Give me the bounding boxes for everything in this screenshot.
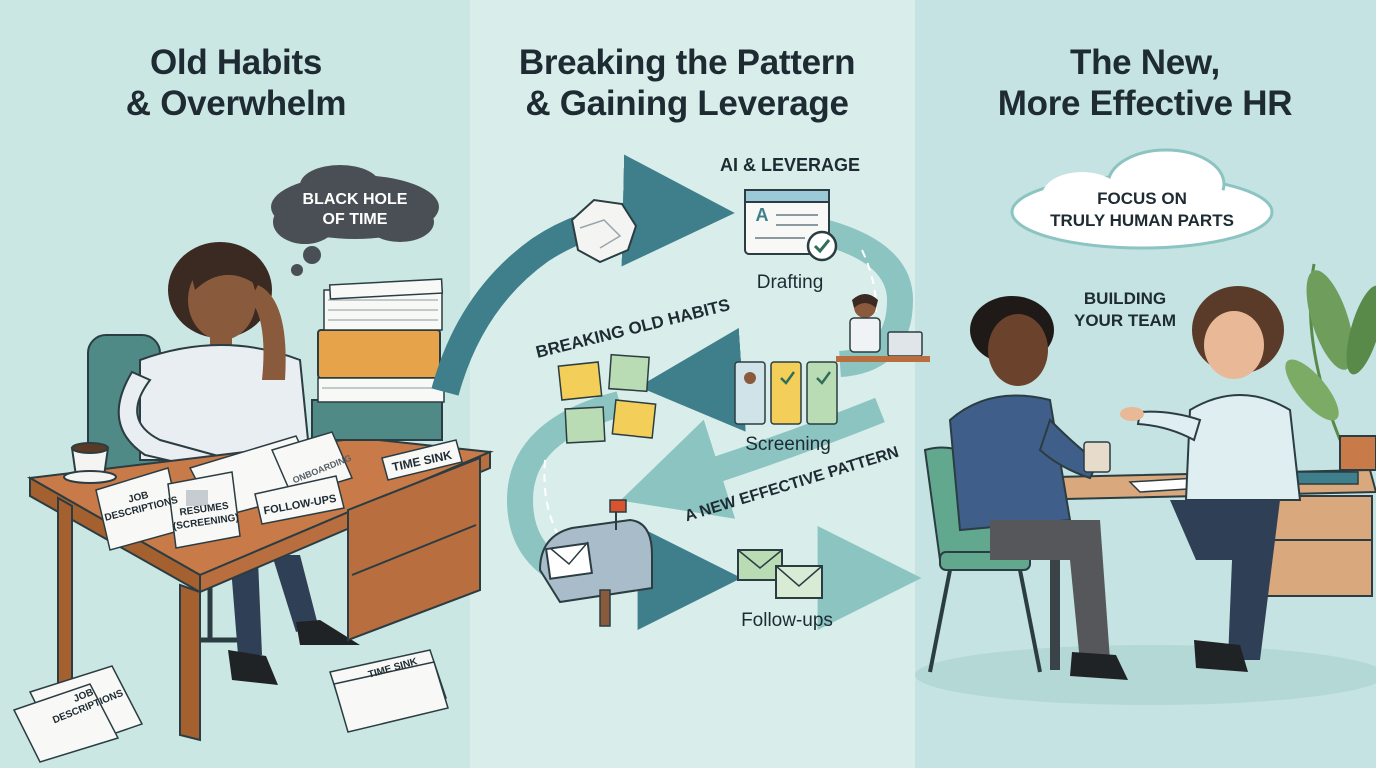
thought-line: BLACK HOLE [302,191,408,208]
title-line: & Gaining Leverage [525,84,849,123]
paper-stack-binders [311,278,445,441]
cloud-text: FOCUS ON TRULY HUMAN PARTS [1032,188,1252,232]
title-line: & Overwhelm [125,84,347,123]
label-ai-leverage: AI & LEVERAGE [719,155,861,175]
label-drafting: Drafting [756,272,824,293]
title-line: Breaking the Pattern [518,43,856,82]
title-line: More Effective HR [997,84,1293,123]
section-title-breaking-pattern: Breaking the Pattern & Gaining Leverage [452,42,922,124]
woman-interviewer [1120,286,1302,672]
mailbox [538,499,653,627]
focus-cloud [1010,148,1274,250]
envelopes [737,549,823,599]
plant [1285,263,1376,471]
document-letter-icon: A [755,205,769,225]
stressed-woman [117,242,360,685]
label-followups: Follow-ups [741,610,833,631]
coffee-mug-left [63,442,117,484]
laptop-worker [836,294,930,362]
section-title-old-habits: Old Habits & Overwhelm [36,42,436,124]
label-screening: Screening [745,434,831,455]
floor-papers [12,649,449,763]
title-line: Old Habits [149,43,323,82]
building-line: BUILDING [1083,289,1167,308]
crumpled-paper [570,198,638,264]
thought-line: OF TIME [322,211,388,228]
sticky-notes [557,353,657,444]
cloud-line: TRULY HUMAN PARTS [1050,211,1234,230]
building-line: YOUR TEAM [1074,311,1176,330]
screening-cards [734,361,838,425]
section-title-new-hr: The New, More Effective HR [945,42,1345,124]
cloud-line: FOCUS ON [1097,189,1187,208]
desk-papers [95,431,463,551]
thought-bubble-text: BLACK HOLE OF TIME [280,190,430,230]
browser-window [744,189,838,262]
label-building-your-team: BUILDING YOUR TEAM [1060,288,1190,332]
floor-shadow [915,645,1376,705]
title-line: The New, [1070,43,1220,82]
thought-bubble [271,165,439,276]
pattern-arrows [431,154,922,630]
man-candidate [948,296,1128,680]
